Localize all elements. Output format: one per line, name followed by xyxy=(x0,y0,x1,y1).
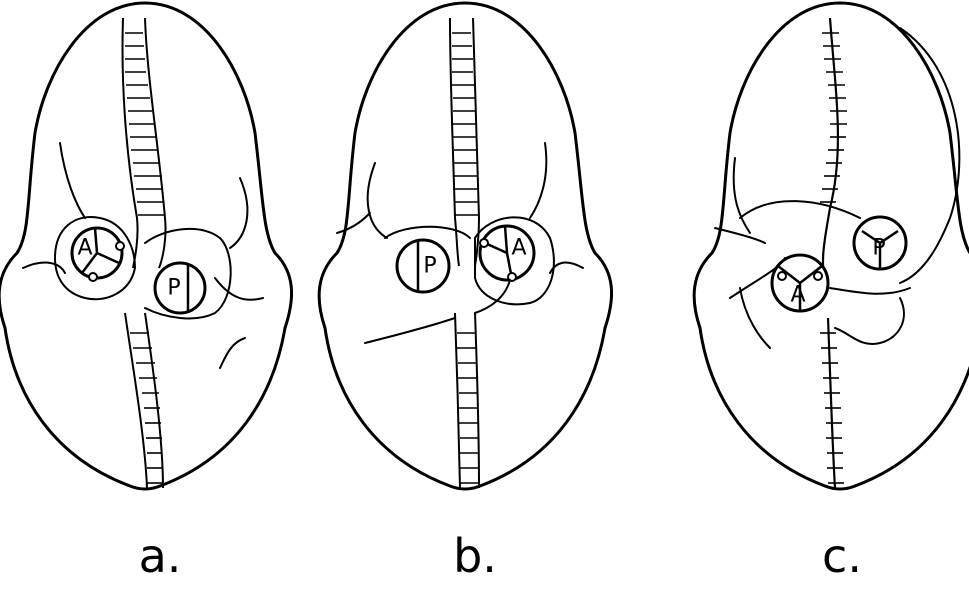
panel-a: A P xyxy=(0,3,292,489)
caption-b: b. xyxy=(453,529,497,583)
aorta-label-b: A xyxy=(511,236,526,261)
groove-ticks-upper-c xyxy=(820,33,847,202)
panel-b: P A xyxy=(319,3,611,489)
pulmonary-label-a: P xyxy=(167,276,180,301)
aortic-valve-a: A xyxy=(72,228,124,281)
panel-c: A P xyxy=(694,3,969,489)
pulmonary-label-c: P xyxy=(872,236,885,261)
caption-c: c. xyxy=(822,529,862,583)
pulmonary-valve-b: P xyxy=(397,240,449,292)
heart-outline-b xyxy=(319,3,611,489)
aortic-valve-b: A xyxy=(480,226,534,281)
aorta-label-a: A xyxy=(77,236,92,261)
groove-ticks-lower-c xyxy=(820,333,844,483)
aortic-valve-c: A xyxy=(772,255,828,311)
pulmonary-valve-c: P xyxy=(854,217,906,269)
pulmonary-valve-a: P xyxy=(155,263,205,313)
groove-hatching-upper-a xyxy=(125,33,164,215)
heart-outline-a xyxy=(0,3,292,489)
caption-a: a. xyxy=(139,529,182,583)
pulmonary-label-b: P xyxy=(423,254,436,279)
aorta-label-c: A xyxy=(790,283,805,308)
interventricular-groove-upper-a xyxy=(123,18,138,268)
